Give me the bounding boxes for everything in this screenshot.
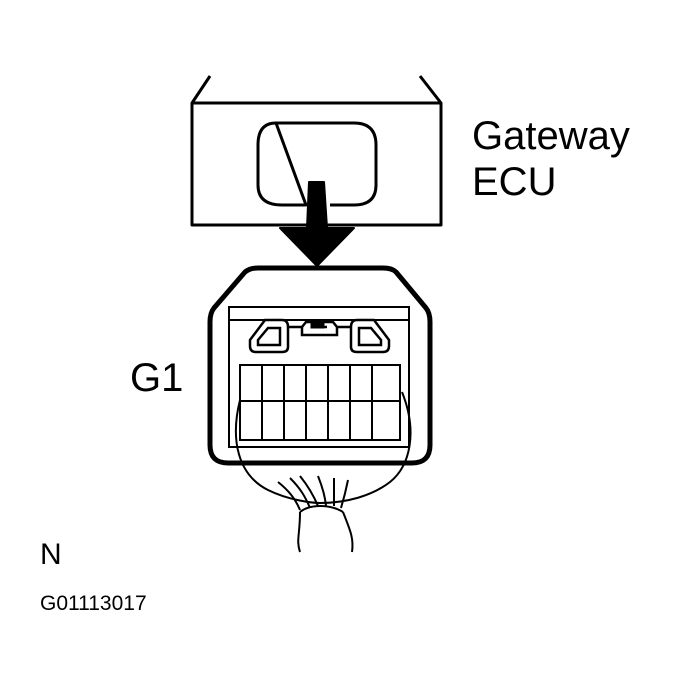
- wire: [289, 477, 311, 509]
- wire: [277, 481, 301, 511]
- g1-connector: [207, 265, 433, 553]
- left-lock-tab: [248, 318, 290, 354]
- arrow-down-icon: [279, 181, 355, 267]
- latch-button: [310, 321, 325, 329]
- wire-bundle: [277, 475, 354, 553]
- wire-harness-sheath: [234, 391, 412, 505]
- connector-housing-inner: [228, 306, 410, 448]
- wire: [297, 511, 301, 553]
- wire: [299, 505, 344, 513]
- connector-housing-outer: [207, 265, 433, 466]
- figure-code: G01113017: [40, 592, 147, 615]
- wire: [342, 511, 354, 553]
- view-label: N: [40, 538, 62, 571]
- ecu-name-label: Gateway: [472, 114, 630, 158]
- terminal-grid: [239, 364, 401, 441]
- ecu-connector-socket: [256, 121, 378, 207]
- wire: [299, 475, 319, 507]
- connector-code-label: G1: [130, 356, 184, 400]
- ecu-type-label: ECU: [472, 160, 557, 204]
- terminal-grid-frame: [239, 364, 401, 441]
- wire: [317, 475, 327, 507]
- wire: [340, 479, 349, 509]
- right-lock-tab: [349, 318, 391, 354]
